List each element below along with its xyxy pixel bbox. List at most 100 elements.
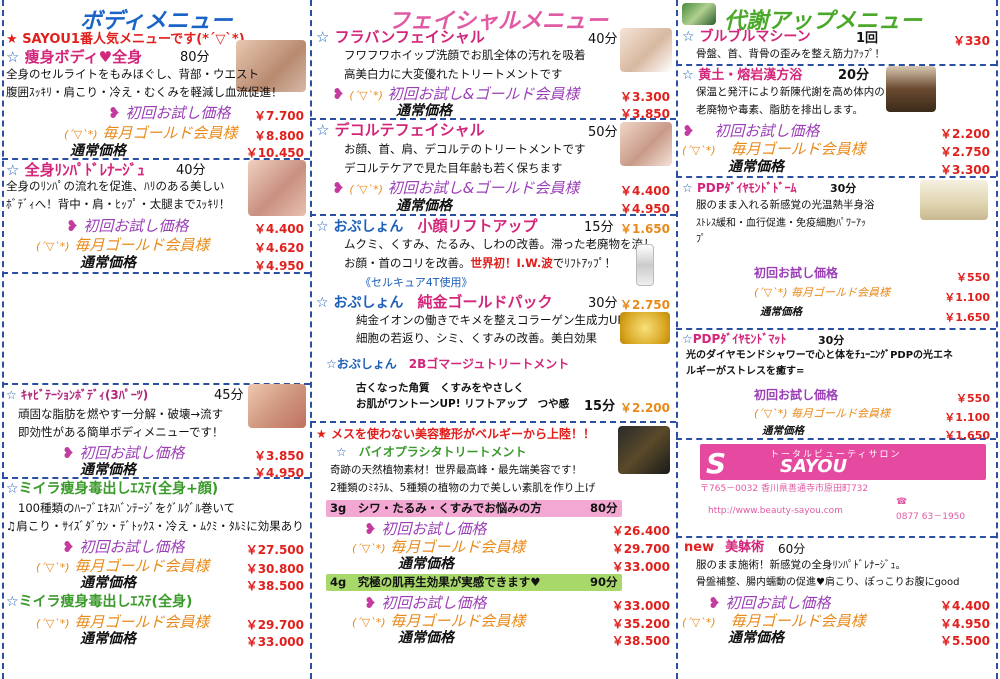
band-3g-gold-label: (´▽`*) 毎月ゴールド会員様 bbox=[352, 538, 526, 556]
slim-normal-label: 通常価格 bbox=[70, 143, 126, 159]
decollete-photo bbox=[620, 122, 672, 166]
slim-desc: 腹囲ｽｯｷﾘ・肩こり・冷え・むくみを軽減し血流促進！ bbox=[6, 85, 283, 99]
flubber-trial-price: ￥3.300 bbox=[620, 90, 670, 104]
cavi-desc: 頑固な脂肪を燃やす一分解・破壊→流す bbox=[18, 407, 224, 421]
band-4g-gold-label: (´▽`*) 毎月ゴールド会員様 bbox=[352, 612, 526, 630]
band-3g-normal-price: ￥33.000 bbox=[611, 560, 670, 574]
phone-icon: ☎ bbox=[896, 497, 908, 507]
mummy-full-trial-label: ❥ 初回お試し価格 bbox=[62, 538, 185, 556]
slim-gold-price: ￥8.800 bbox=[254, 129, 304, 143]
salon-phone: 0877 63－1950 bbox=[896, 512, 966, 522]
divider bbox=[2, 158, 310, 160]
flubber-trial-label: ❥ (´▽`*) 初回お試し&ゴールド会員様 bbox=[332, 85, 580, 103]
dome-duration: 30分 bbox=[830, 182, 857, 195]
kampo-photo bbox=[886, 66, 936, 112]
salon-name: SAYOU bbox=[780, 456, 848, 477]
lift-desc: お顔・首のコリを改善。世界初！I.W.波でﾘﾌﾄｱｯﾌﾟ！ bbox=[344, 256, 617, 270]
device-photo bbox=[636, 244, 654, 286]
slim-gold-label: (´▽`*) 毎月ゴールド会員様 bbox=[64, 124, 238, 142]
band-3g-trial-label: ❥ 初回お試し価格 bbox=[364, 520, 487, 538]
gold-pack-price: ￥2.750 bbox=[620, 298, 670, 312]
lymph-photo bbox=[248, 160, 306, 216]
bijutsu-desc: 骨盤補整、腸内蠕動の促進♥肩こり、ぽっこりお腹にgood bbox=[696, 577, 960, 588]
divider bbox=[676, 0, 678, 679]
burble-price: ￥330 bbox=[952, 34, 990, 48]
band-3g bbox=[326, 500, 622, 517]
burble-duration: 1回 bbox=[856, 31, 879, 46]
dome-trial-label: 初回お試し価格 bbox=[754, 266, 839, 280]
cavi-desc: 即効性がある簡単ボディメニューです！ bbox=[18, 425, 224, 439]
lymph-title: ☆ 全身ﾘﾝﾊﾟﾄﾞﾚﾅｰｼﾞｭ bbox=[6, 161, 145, 179]
band-4g-trial-price: ￥33.000 bbox=[611, 599, 670, 613]
band-4g-duration: 90分 bbox=[590, 575, 618, 589]
lift-note: 《セルキュア4T使用》 bbox=[360, 276, 473, 289]
burble-desc: 骨盤、首、背骨の歪みを整え筋力ｱｯﾌﾟ！ bbox=[696, 48, 885, 60]
bioplacenta-photo bbox=[618, 426, 670, 474]
dome-photo bbox=[920, 180, 988, 220]
divider bbox=[676, 64, 996, 66]
lymph-trial-label: ❥ 初回お試し価格 bbox=[66, 217, 189, 235]
lift-title: ☆ おぷしょん 小顔リフトアップ bbox=[316, 217, 538, 235]
gomage-price: ￥2.200 bbox=[620, 401, 670, 415]
mat-trial-label: 初回お試し価格 bbox=[754, 388, 839, 402]
mat-normal-price: ￥1.650 bbox=[944, 429, 990, 442]
sayou-popular-title: ★ SAYOU1番人気メニューです(*´▽`*) bbox=[6, 32, 245, 47]
slim-duration: 80分 bbox=[180, 50, 210, 65]
mat-trial-price: ￥550 bbox=[956, 392, 990, 405]
band-3g-trial-price: ￥26.400 bbox=[611, 524, 670, 538]
divider bbox=[676, 176, 996, 178]
lymph-trial-price: ￥4.400 bbox=[254, 222, 304, 236]
bijutsu-gold-price: ￥4.950 bbox=[940, 617, 990, 631]
flubber-title: ☆ フラバンフェイシャル bbox=[316, 28, 485, 46]
decollete-trial-label: ❥ (´▽`*) 初回お試し&ゴールド会員様 bbox=[332, 179, 580, 197]
mummy-full-trial-price: ￥27.500 bbox=[245, 543, 304, 557]
lymph-duration: 40分 bbox=[176, 163, 206, 178]
facial-photo bbox=[620, 28, 672, 72]
lymph-desc: 全身のﾘﾝﾊﾟの流れを促進、ﾊﾘのある美しい bbox=[6, 179, 225, 193]
kampo-normal-label: 通常価格 bbox=[728, 159, 784, 175]
salon-url[interactable]: http://www.beauty-sayou.com bbox=[708, 506, 843, 516]
kampo-desc: 保温と発汗により新陳代謝を高め体内の bbox=[696, 86, 885, 98]
mummy-body-gold-price: ￥29.700 bbox=[245, 618, 304, 632]
mummy-desc: ♫肩こり・ｻｲｽﾞﾀﾞｳﾝ・ﾃﾞﾄｯｸｽ・冷え・ﾑｸﾐ・ﾀﾙﾐに効果あり bbox=[6, 519, 304, 533]
gomage-desc: お肌がワントーンUP! リフトアップ つや感 bbox=[356, 398, 570, 410]
kampo-desc: 老廃物や毒素、脂肪を排出します。 bbox=[696, 104, 863, 116]
flubber-desc: 高美白力に大変優れたトリートメントです bbox=[344, 67, 563, 81]
cavi-trial-price: ￥3.850 bbox=[254, 449, 304, 463]
lymph-gold-price: ￥4.620 bbox=[254, 241, 304, 255]
mummy-full-gold-label: (´▽`*) 毎月ゴールド会員様 bbox=[36, 557, 210, 575]
divider bbox=[2, 477, 310, 479]
dome-desc: ﾌﾟ bbox=[696, 234, 706, 245]
lymph-normal-label: 通常価格 bbox=[80, 255, 136, 271]
flower-photo bbox=[682, 3, 716, 25]
divider bbox=[310, 421, 676, 423]
divider bbox=[310, 214, 676, 216]
bijutsu-trial-label: ❥ 初回お試し価格 bbox=[708, 594, 831, 612]
dome-desc: 服のまま入れる新感覚の光温熱半身浴 bbox=[696, 199, 875, 211]
lift-duration: 15分 bbox=[584, 220, 614, 235]
slim-desc: 全身のセルライトをもみほぐし、背部・ウエスト bbox=[6, 67, 259, 81]
kampo-title: ☆ 黄土・熔岩漢方浴 bbox=[682, 68, 803, 83]
cavi-title: ☆ ｷｬﾋﾞﾃｰｼｮﾝﾎﾞﾃﾞｨ(3ﾊﾟｰﾂ) bbox=[6, 388, 149, 402]
burble-title: ☆ ブルブルマシーン bbox=[682, 29, 811, 45]
belgium-desc: 2種類のﾐﾈﾗﾙ、5種類の植物の力で美しい素肌を作り上げ bbox=[330, 482, 596, 494]
bijutsu-duration: 60分 bbox=[778, 542, 806, 556]
band-4g bbox=[326, 574, 622, 591]
band-3g-label: 3g シワ・たるみ・くすみでお悩みの方 bbox=[330, 501, 542, 515]
mummy-full-normal-label: 通常価格 bbox=[80, 575, 136, 591]
bijutsu-trial-price: ￥4.400 bbox=[940, 599, 990, 613]
massage-photo bbox=[236, 40, 306, 92]
band-3g-gold-price: ￥29.700 bbox=[611, 542, 670, 556]
divider bbox=[996, 0, 998, 679]
cavi-normal-price: ￥4.950 bbox=[254, 466, 304, 480]
lift-price: ￥1.650 bbox=[620, 222, 670, 236]
salon-subtitle: トータルビューティサロン bbox=[770, 450, 902, 460]
lift-desc: ムクミ、くすみ、たるみ、しわの改善。滞った老廃物を流し bbox=[344, 237, 655, 251]
decollete-normal-label: 通常価格 bbox=[396, 198, 452, 214]
decollete-desc: お顔、首、肩、デコルテのトリートメントです bbox=[344, 142, 586, 156]
band-4g-trial-label: ❥ 初回お試し価格 bbox=[364, 594, 487, 612]
salon-address: 〒765－0032 香川県善通寺市原田町732 bbox=[700, 484, 869, 494]
mummy-desc: 100種類のﾊｰﾌﾞｴｷｽﾊﾞﾝﾃｰｼﾞをｸﾞﾙｸﾞﾙ巻いて bbox=[18, 501, 236, 515]
divider bbox=[676, 328, 996, 330]
kampo-gold-label: (´▽`*) 毎月ゴールド会員様 bbox=[682, 140, 866, 158]
